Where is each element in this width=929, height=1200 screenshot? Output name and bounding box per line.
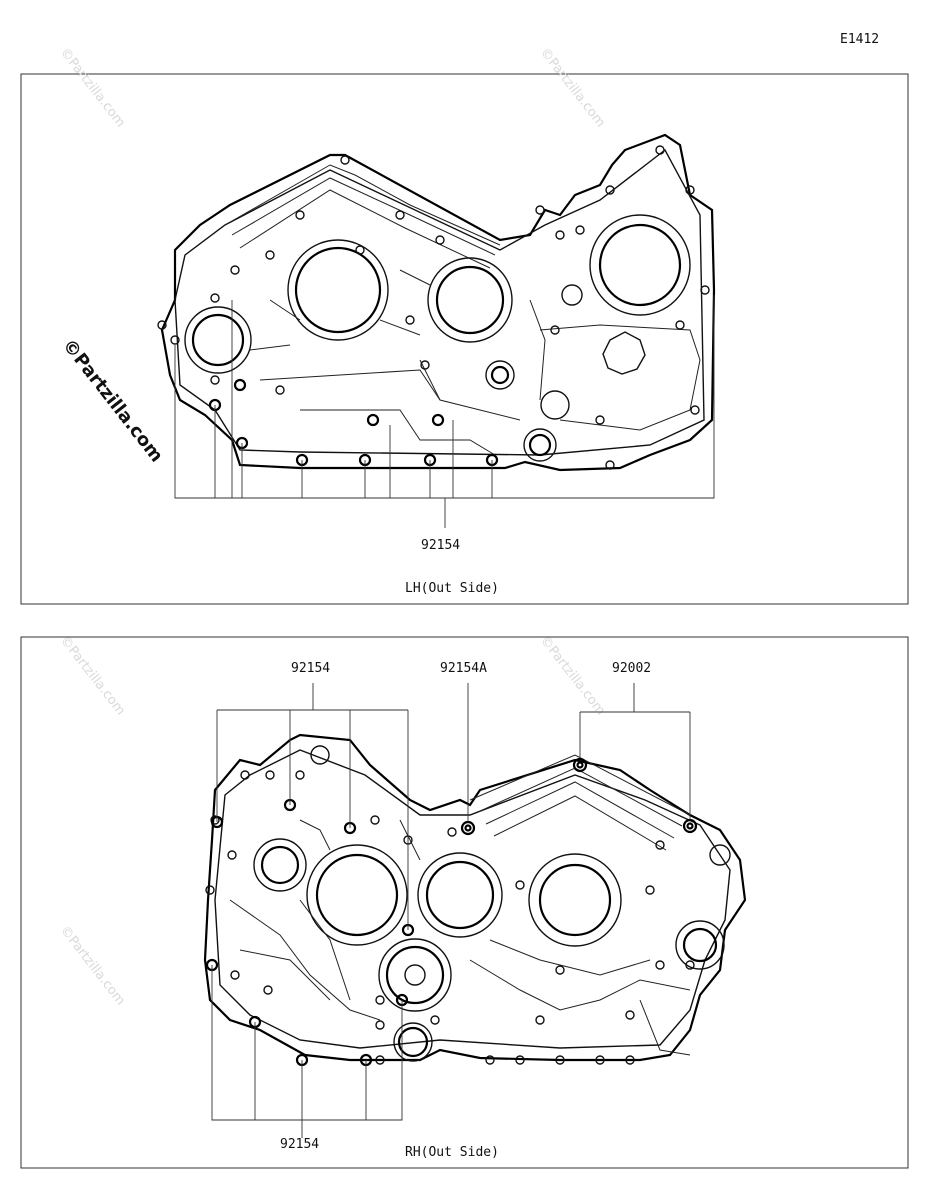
rh-crankcase-drawing xyxy=(203,733,747,1067)
watermark: ©Partzilla.com xyxy=(57,633,128,718)
rh-callout-92154A: 92154A xyxy=(440,661,487,676)
rh-leader-lines xyxy=(211,683,691,1138)
rh-panel-frame xyxy=(20,636,909,1169)
diagram-code: E1412 xyxy=(840,32,879,47)
lh-leader-lines xyxy=(174,295,715,528)
lh-crankcase-drawing xyxy=(157,133,716,472)
lh-callout-92154: 92154 xyxy=(421,538,460,553)
rh-callout-92154-bottom: 92154 xyxy=(280,1137,319,1152)
lh-panel: ©Partzilla.com ©Partzilla.com ©Partzilla… xyxy=(20,45,909,605)
watermark: ©Partzilla.com xyxy=(57,45,128,130)
rh-panel-caption: RH(Out Side) xyxy=(405,1145,499,1160)
rh-bolt-holes xyxy=(205,757,698,1067)
rh-callout-92154-top: 92154 xyxy=(291,661,330,676)
lh-bolt-holes xyxy=(157,145,710,470)
lh-panel-frame xyxy=(20,73,909,605)
lh-panel-caption: LH(Out Side) xyxy=(405,581,499,596)
watermark: ©Partzilla.com xyxy=(57,923,128,1008)
rh-callout-92002: 92002 xyxy=(612,661,651,676)
rh-panel: ©Partzilla.com ©Partzilla.com ©Partzilla… xyxy=(20,633,909,1169)
watermark: ©Partzilla.com xyxy=(537,45,608,130)
watermark: ©Partzilla.com xyxy=(537,633,608,718)
watermark-dark: ©Partzilla.com xyxy=(58,335,167,466)
